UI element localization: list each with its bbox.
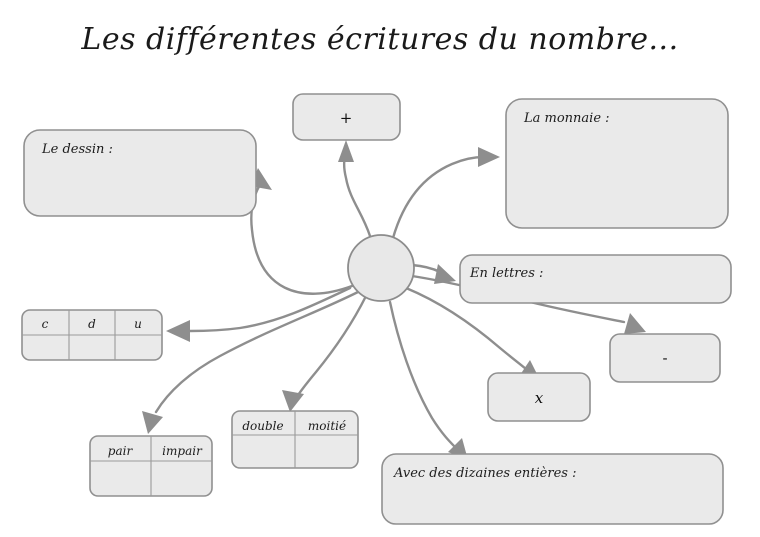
central-node[interactable] (347, 234, 415, 302)
table-double-moitie[interactable]: double moitié (231, 410, 359, 469)
table-cdu-header-d: d (88, 317, 96, 331)
node-le-dessin-label: Le dessin : (41, 142, 113, 157)
connector-hub-to-pair (142, 290, 360, 434)
table-double-header-double: double (242, 419, 283, 433)
connector-hub-to-plus (338, 140, 372, 238)
connector-hub-to-dessin (250, 168, 354, 295)
table-cdu[interactable]: c d u (21, 309, 163, 361)
node-la-monnaie[interactable]: La monnaie : (505, 98, 729, 229)
node-dizaines-entieres[interactable]: Avec des dizaines entières : (381, 453, 724, 525)
table-double-header-moitie: moitié (308, 419, 346, 433)
node-en-lettres-label: En lettres : (469, 266, 543, 281)
node-plus[interactable]: + (292, 93, 401, 141)
connector-hub-to-dizaines (388, 300, 468, 460)
table-pair-impair[interactable]: pair impair (89, 435, 213, 497)
node-dizaines-entieres-label: Avec des dizaines entières : (393, 466, 576, 481)
connector-hub-to-monnaie (391, 147, 500, 240)
node-times[interactable]: x (487, 372, 591, 422)
node-le-dessin[interactable]: Le dessin : (23, 129, 257, 217)
table-pair-header-impair: impair (162, 444, 203, 458)
table-pair-header-pair: pair (108, 444, 134, 458)
node-minus-label: - (662, 349, 667, 367)
node-times-label: x (535, 389, 544, 407)
node-plus-label: + (340, 109, 353, 127)
connector-hub-to-lettres (410, 263, 456, 284)
connector-hub-to-cdu (166, 286, 352, 342)
page-title: Les différentes écritures du nombre... (81, 22, 679, 57)
node-la-monnaie-label: La monnaie : (523, 111, 610, 126)
table-cdu-header-c: c (42, 317, 49, 331)
table-cdu-header-u: u (134, 317, 142, 331)
connector-hub-to-double (282, 294, 368, 412)
node-minus[interactable]: - (609, 333, 721, 383)
node-en-lettres[interactable]: En lettres : (459, 254, 732, 304)
